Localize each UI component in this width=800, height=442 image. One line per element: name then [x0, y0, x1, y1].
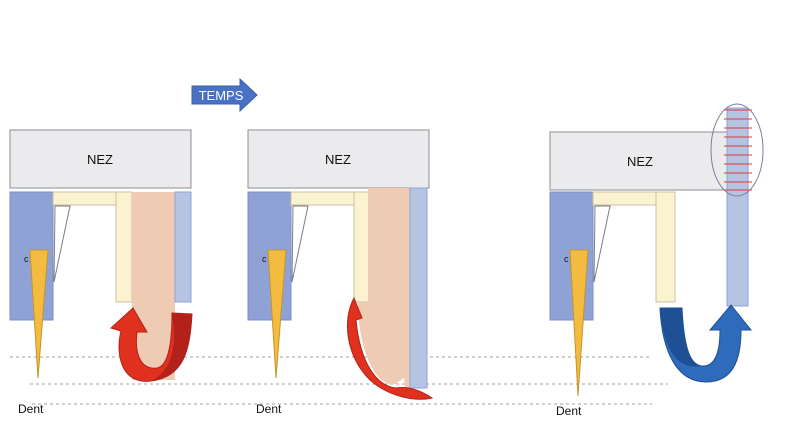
panel-1-vertical-bar — [115, 191, 133, 303]
panel-1-blue-strip — [174, 191, 192, 303]
panel-3: NEZ c Dent — [549, 103, 764, 418]
panel-2-wedge — [291, 205, 309, 283]
panel-2-top-bar — [290, 191, 355, 206]
panel-2-skin-flap — [358, 188, 412, 388]
panel-3-cut-label: c — [564, 254, 569, 264]
panel-3-wedge — [593, 205, 611, 283]
panel-3-nose-label: NEZ — [627, 154, 653, 169]
panel-2-blue-strip — [409, 187, 428, 389]
panel-2-nose-box — [247, 129, 430, 189]
panel-1-tooth-label: Dent — [18, 402, 44, 416]
panel-3-nose-box — [549, 131, 732, 191]
panel-1-tooth — [29, 249, 49, 379]
panel-3-vertical-bar — [655, 191, 676, 303]
panel-1-nose-box — [9, 129, 192, 189]
panel-1-top-bar — [52, 191, 117, 206]
panel-3-tooth — [569, 249, 589, 397]
panel-1-skin-flap — [132, 192, 175, 380]
panel-2-cut-label: c — [262, 254, 267, 264]
panel-3-rotation-arrow-shadow — [660, 308, 703, 367]
panel-1-rotation-arrow-shadow — [151, 313, 192, 381]
guide-lines — [10, 356, 668, 405]
panel-3-highlight-ellipse — [710, 103, 764, 197]
panel-1-cut-label: c — [24, 254, 29, 264]
panel-2-vertical-bar — [353, 191, 371, 303]
panel-1-wedge — [53, 205, 71, 283]
panel-2: NEZ c Dent — [247, 129, 434, 416]
panel-2-nose-label: NEZ — [325, 152, 351, 167]
panel-3-tooth-label: Dent — [556, 404, 582, 418]
time-arrow-label: TEMPS — [199, 88, 244, 103]
panel-2-rotation-arrow — [347, 296, 434, 400]
panel-2-tooth — [267, 249, 287, 379]
panel-3-hatch-marks — [724, 109, 752, 191]
panel-3-top-bar — [592, 191, 657, 206]
panel-2-tooth-label: Dent — [256, 402, 282, 416]
panel-1-nose-label: NEZ — [87, 152, 113, 167]
panel-3-blue-strip — [726, 107, 749, 307]
panel-1: NEZ c Dent — [9, 129, 193, 416]
time-arrow-shape — [191, 77, 258, 113]
time-arrow: TEMPS — [191, 77, 258, 113]
